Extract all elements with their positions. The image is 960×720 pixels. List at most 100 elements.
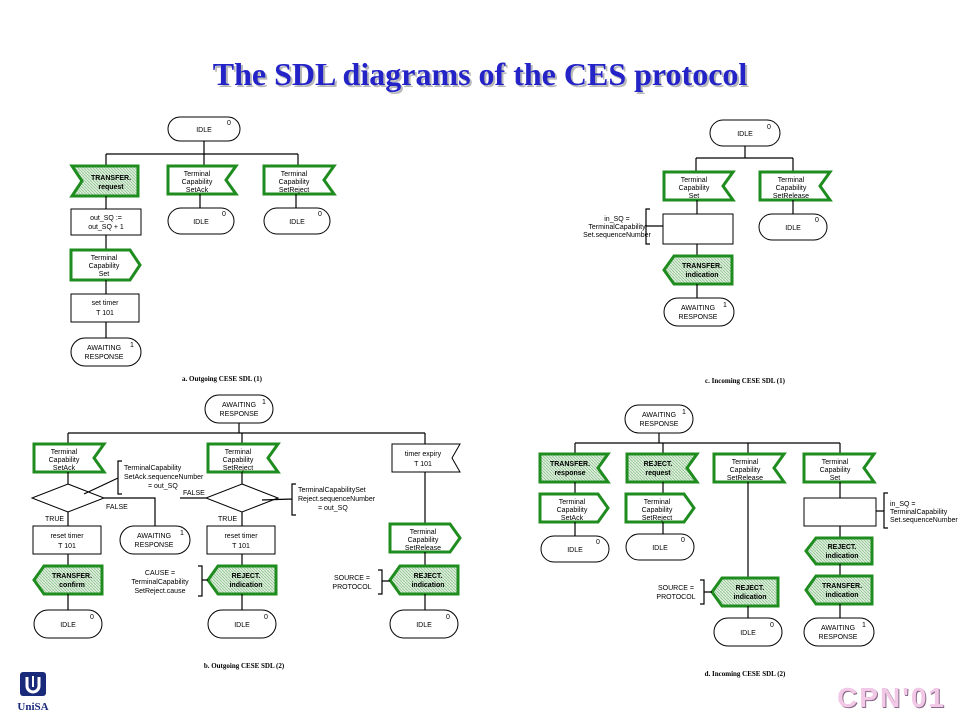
output-reject-indication bbox=[804, 536, 874, 566]
task-label: reset timer bbox=[50, 533, 84, 540]
signal-label: Set bbox=[99, 271, 110, 278]
signal-label: T 101 bbox=[414, 461, 432, 468]
signal-label: SetReject bbox=[642, 515, 672, 522]
slide-title: The SDL diagrams of the CES protocol bbox=[212, 56, 748, 92]
state-number: 0 bbox=[264, 614, 268, 621]
signal-label: TRANSFER. bbox=[822, 583, 862, 590]
signal-label: indication bbox=[411, 582, 444, 589]
state-awaiting-response bbox=[803, 617, 875, 647]
task-reset-timer bbox=[32, 525, 102, 555]
signal-label: Terminal bbox=[281, 171, 308, 178]
signal-label: Set bbox=[689, 193, 700, 200]
state-idle bbox=[713, 617, 783, 647]
task-in-sq bbox=[803, 497, 877, 527]
signal-label: Terminal bbox=[778, 177, 805, 184]
input-tc-set bbox=[662, 170, 736, 202]
input-reject-request bbox=[625, 452, 700, 484]
signal-label: REJECT. bbox=[414, 573, 443, 580]
signal-label: Terminal bbox=[644, 499, 671, 506]
annotation-label: SOURCE = bbox=[334, 575, 370, 582]
annotation-label: SetAck.sequenceNumber bbox=[124, 474, 204, 481]
signal-label: response bbox=[554, 470, 585, 477]
state-label: IDLE bbox=[652, 545, 668, 552]
signal-label: SetRelease bbox=[773, 193, 809, 200]
signal-label: Terminal bbox=[732, 459, 759, 466]
input-timer-expiry bbox=[391, 443, 461, 473]
caption-c: c. Incoming CESE SDL (1) bbox=[705, 377, 786, 385]
state-number: 0 bbox=[681, 537, 685, 544]
annotation-label: Set.sequenceNumber bbox=[890, 517, 958, 524]
unisa-logo: UniSA bbox=[8, 672, 58, 713]
state-label: AWAITING bbox=[137, 533, 171, 540]
state-label: AWAITING bbox=[821, 625, 855, 632]
panel-b-outgoing-2: AWAITING RESPONSE 1 Terminal Capability … bbox=[30, 394, 462, 670]
decision-setreject-seq bbox=[204, 483, 280, 513]
annotation-label: TerminalCapability bbox=[124, 465, 182, 472]
signal-label: TRANSFER. bbox=[91, 175, 131, 182]
signal-label: REJECT. bbox=[736, 585, 765, 592]
task-label: T 101 bbox=[96, 310, 114, 317]
state-label: IDLE bbox=[289, 219, 305, 226]
annotation-label: = out_SQ bbox=[318, 505, 348, 512]
signal-label: SetAck bbox=[53, 465, 76, 472]
state-label: AWAITING bbox=[222, 402, 256, 409]
signal-label: Capability bbox=[279, 179, 310, 186]
panel-a-outgoing-1: IDLE 0 TRANSFER. request Terminal Capabi… bbox=[69, 116, 337, 383]
signal-label: Terminal bbox=[225, 449, 252, 456]
state-label: AWAITING bbox=[87, 345, 121, 352]
signal-label: Capability bbox=[776, 185, 807, 192]
state-number: 0 bbox=[596, 539, 600, 546]
signal-label: Set bbox=[830, 475, 841, 482]
signal-label: Capability bbox=[223, 457, 254, 464]
state-number: 1 bbox=[262, 399, 266, 406]
state-awaiting-response bbox=[70, 337, 142, 367]
annotation-label: Reject.sequenceNumber bbox=[298, 496, 376, 503]
task-label: out_SQ + 1 bbox=[88, 224, 124, 231]
signal-label: Terminal bbox=[559, 499, 586, 506]
signal-label: SetAck bbox=[186, 187, 209, 194]
caption-b: b. Outgoing CESE SDL (2) bbox=[204, 662, 285, 670]
state-number: 0 bbox=[318, 211, 322, 218]
state-label: IDLE bbox=[234, 622, 250, 629]
input-tc-setack bbox=[166, 164, 239, 196]
caption-a: a. Outgoing CESE SDL (1) bbox=[182, 375, 263, 383]
annotation-label: CAUSE = bbox=[145, 570, 175, 577]
input-tc-setreject bbox=[206, 442, 281, 474]
task-set-timer bbox=[70, 293, 140, 323]
output-transfer-indication bbox=[804, 574, 874, 606]
state-label: RESPONSE bbox=[220, 411, 259, 418]
task-label: set timer bbox=[92, 300, 120, 307]
signal-label: Capability bbox=[182, 179, 213, 186]
state-number: 1 bbox=[130, 342, 134, 349]
state-awaiting-response bbox=[119, 525, 191, 555]
signal-label: SetReject bbox=[223, 465, 253, 472]
branch-label: TRUE bbox=[45, 516, 64, 523]
state-number: 1 bbox=[682, 409, 686, 416]
state-number: 0 bbox=[770, 622, 774, 629]
signal-label: TRANSFER. bbox=[550, 461, 590, 468]
signal-label: indication bbox=[825, 553, 858, 560]
annotation-label: TerminalCapability bbox=[588, 224, 646, 231]
input-transfer-request bbox=[69, 164, 140, 198]
state-idle bbox=[540, 535, 610, 563]
annotation-label: TerminalCapability bbox=[131, 579, 189, 586]
panel-d-incoming-2: AWAITING RESPONSE 1 TRANSFER. response R… bbox=[538, 404, 958, 678]
input-tc-setack bbox=[32, 442, 107, 474]
signal-label: Capability bbox=[730, 467, 761, 474]
annotation-label: PROTOCOL bbox=[656, 594, 695, 601]
signal-label: indication bbox=[825, 592, 858, 599]
task-increment-sq bbox=[70, 208, 142, 236]
unisa-logo-icon bbox=[20, 672, 46, 696]
signal-label: Capability bbox=[49, 457, 80, 464]
signal-label: Terminal bbox=[410, 529, 437, 536]
input-transfer-response bbox=[538, 452, 611, 484]
output-tc-set bbox=[69, 248, 142, 282]
input-tc-set bbox=[802, 452, 877, 484]
state-awaiting-response bbox=[663, 297, 735, 327]
annotation-label: SetReject.cause bbox=[135, 588, 186, 595]
signal-label: Capability bbox=[642, 507, 673, 514]
annotation-label: PROTOCOL bbox=[332, 584, 371, 591]
state-idle bbox=[625, 533, 695, 561]
signal-label: SetRelease bbox=[405, 545, 441, 552]
